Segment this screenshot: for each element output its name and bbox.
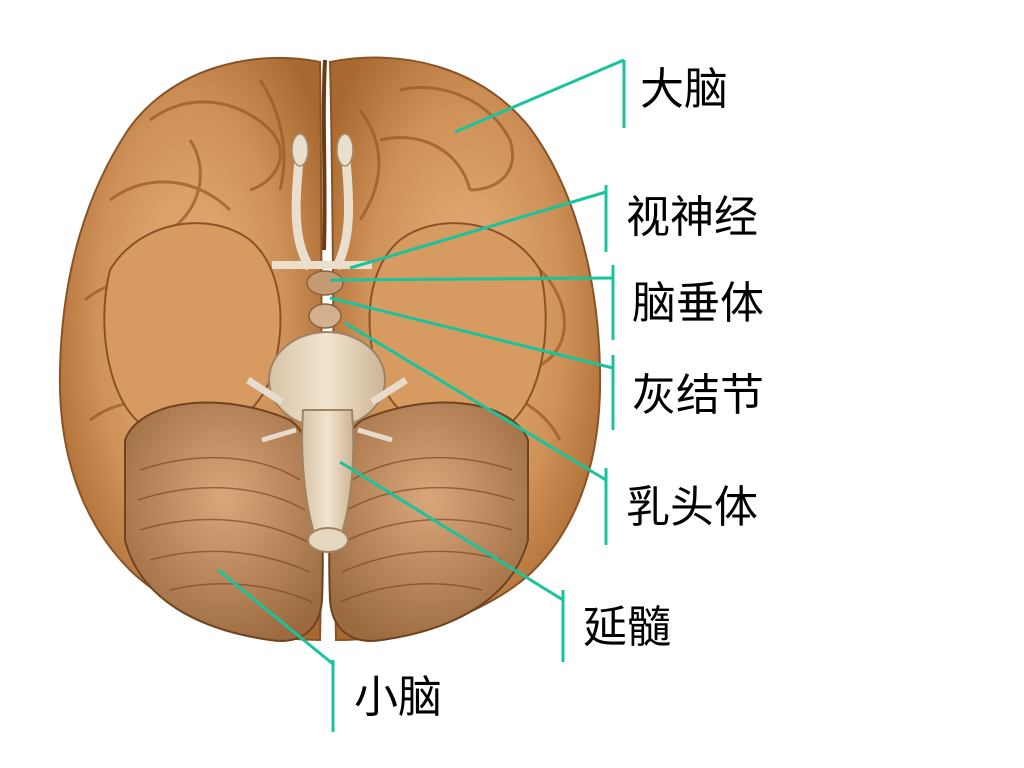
leader-mammillary — [344, 321, 607, 482]
label-hypophysis: 脑垂体 — [632, 278, 764, 329]
leader-optic-nerve — [349, 190, 607, 270]
brainstem-shape — [246, 331, 408, 553]
label-tuber-cinereum: 灰结节 — [632, 370, 764, 421]
leader-hypophysis — [329, 276, 614, 282]
label-cerebrum: 大脑 — [640, 64, 728, 115]
leader-medulla — [339, 460, 564, 602]
label-cerebellum: 小脑 — [354, 672, 442, 723]
leader-lines — [217, 58, 626, 732]
cerebellum-shape — [124, 401, 529, 642]
label-optic-nerve: 视神经 — [626, 192, 758, 243]
leader-cerebrum — [454, 58, 625, 134]
label-mammillary-body: 乳头体 — [626, 482, 758, 533]
leader-cerebellum — [217, 568, 334, 666]
label-medulla: 延髓 — [583, 602, 671, 653]
leader-tuber — [329, 296, 614, 370]
